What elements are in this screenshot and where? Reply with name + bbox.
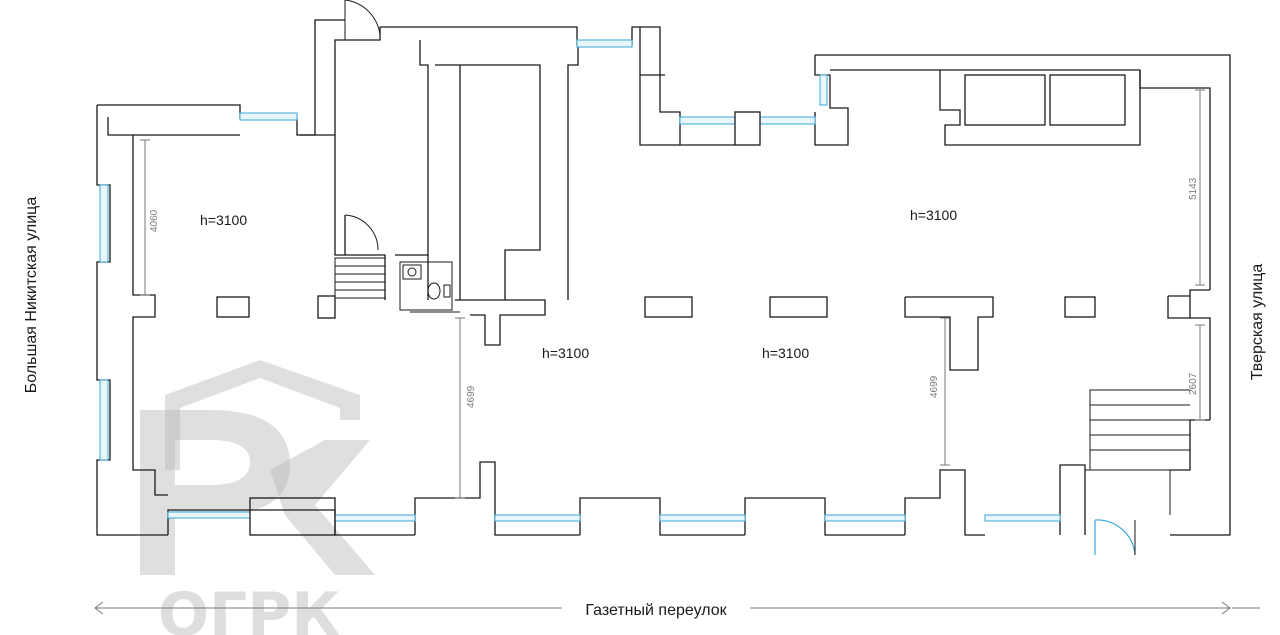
- height-label-center-left: h=3100: [542, 345, 589, 361]
- street-left: Большая Никитская улица: [23, 197, 40, 394]
- wc-fixtures: [399, 261, 460, 313]
- street-bottom: Газетный переулок: [585, 602, 727, 619]
- height-label-center-right: h=3100: [762, 345, 809, 361]
- dim-center-right: 4699: [929, 375, 940, 398]
- height-label-left: h=3100: [200, 212, 247, 228]
- height-label-right: h=3100: [910, 207, 957, 223]
- dim-right-top: 5143: [1188, 177, 1199, 200]
- stairs-right: [1089, 389, 1190, 470]
- dim-left-room: 4060: [149, 209, 160, 232]
- street-right: Тверская улица: [1249, 264, 1266, 381]
- dimension-lines: 4060 4699 4699 5143 2607: [140, 89, 1205, 499]
- columns: [216, 296, 1096, 371]
- dim-right-bottom: 2607: [1188, 372, 1199, 395]
- windows: [99, 39, 1061, 536]
- stairs-left: [334, 257, 386, 299]
- dim-center-left: 4699: [466, 385, 477, 408]
- room-labels: h=3100 h=3100 h=3100 h=3100: [200, 207, 957, 361]
- doors: [344, 0, 1136, 556]
- street-labels: Большая Никитская улица Тверская улица Г…: [23, 197, 1266, 619]
